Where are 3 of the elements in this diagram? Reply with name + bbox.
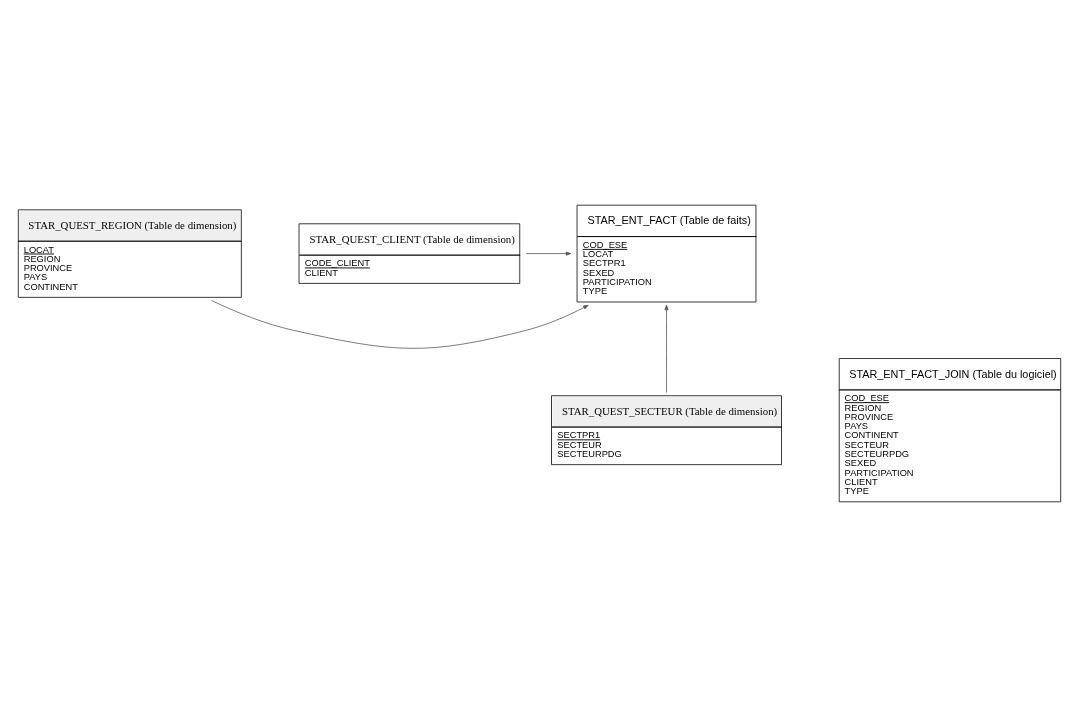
arrow (525, 251, 572, 256)
arrow (664, 304, 669, 393)
arrow (211, 300, 589, 349)
